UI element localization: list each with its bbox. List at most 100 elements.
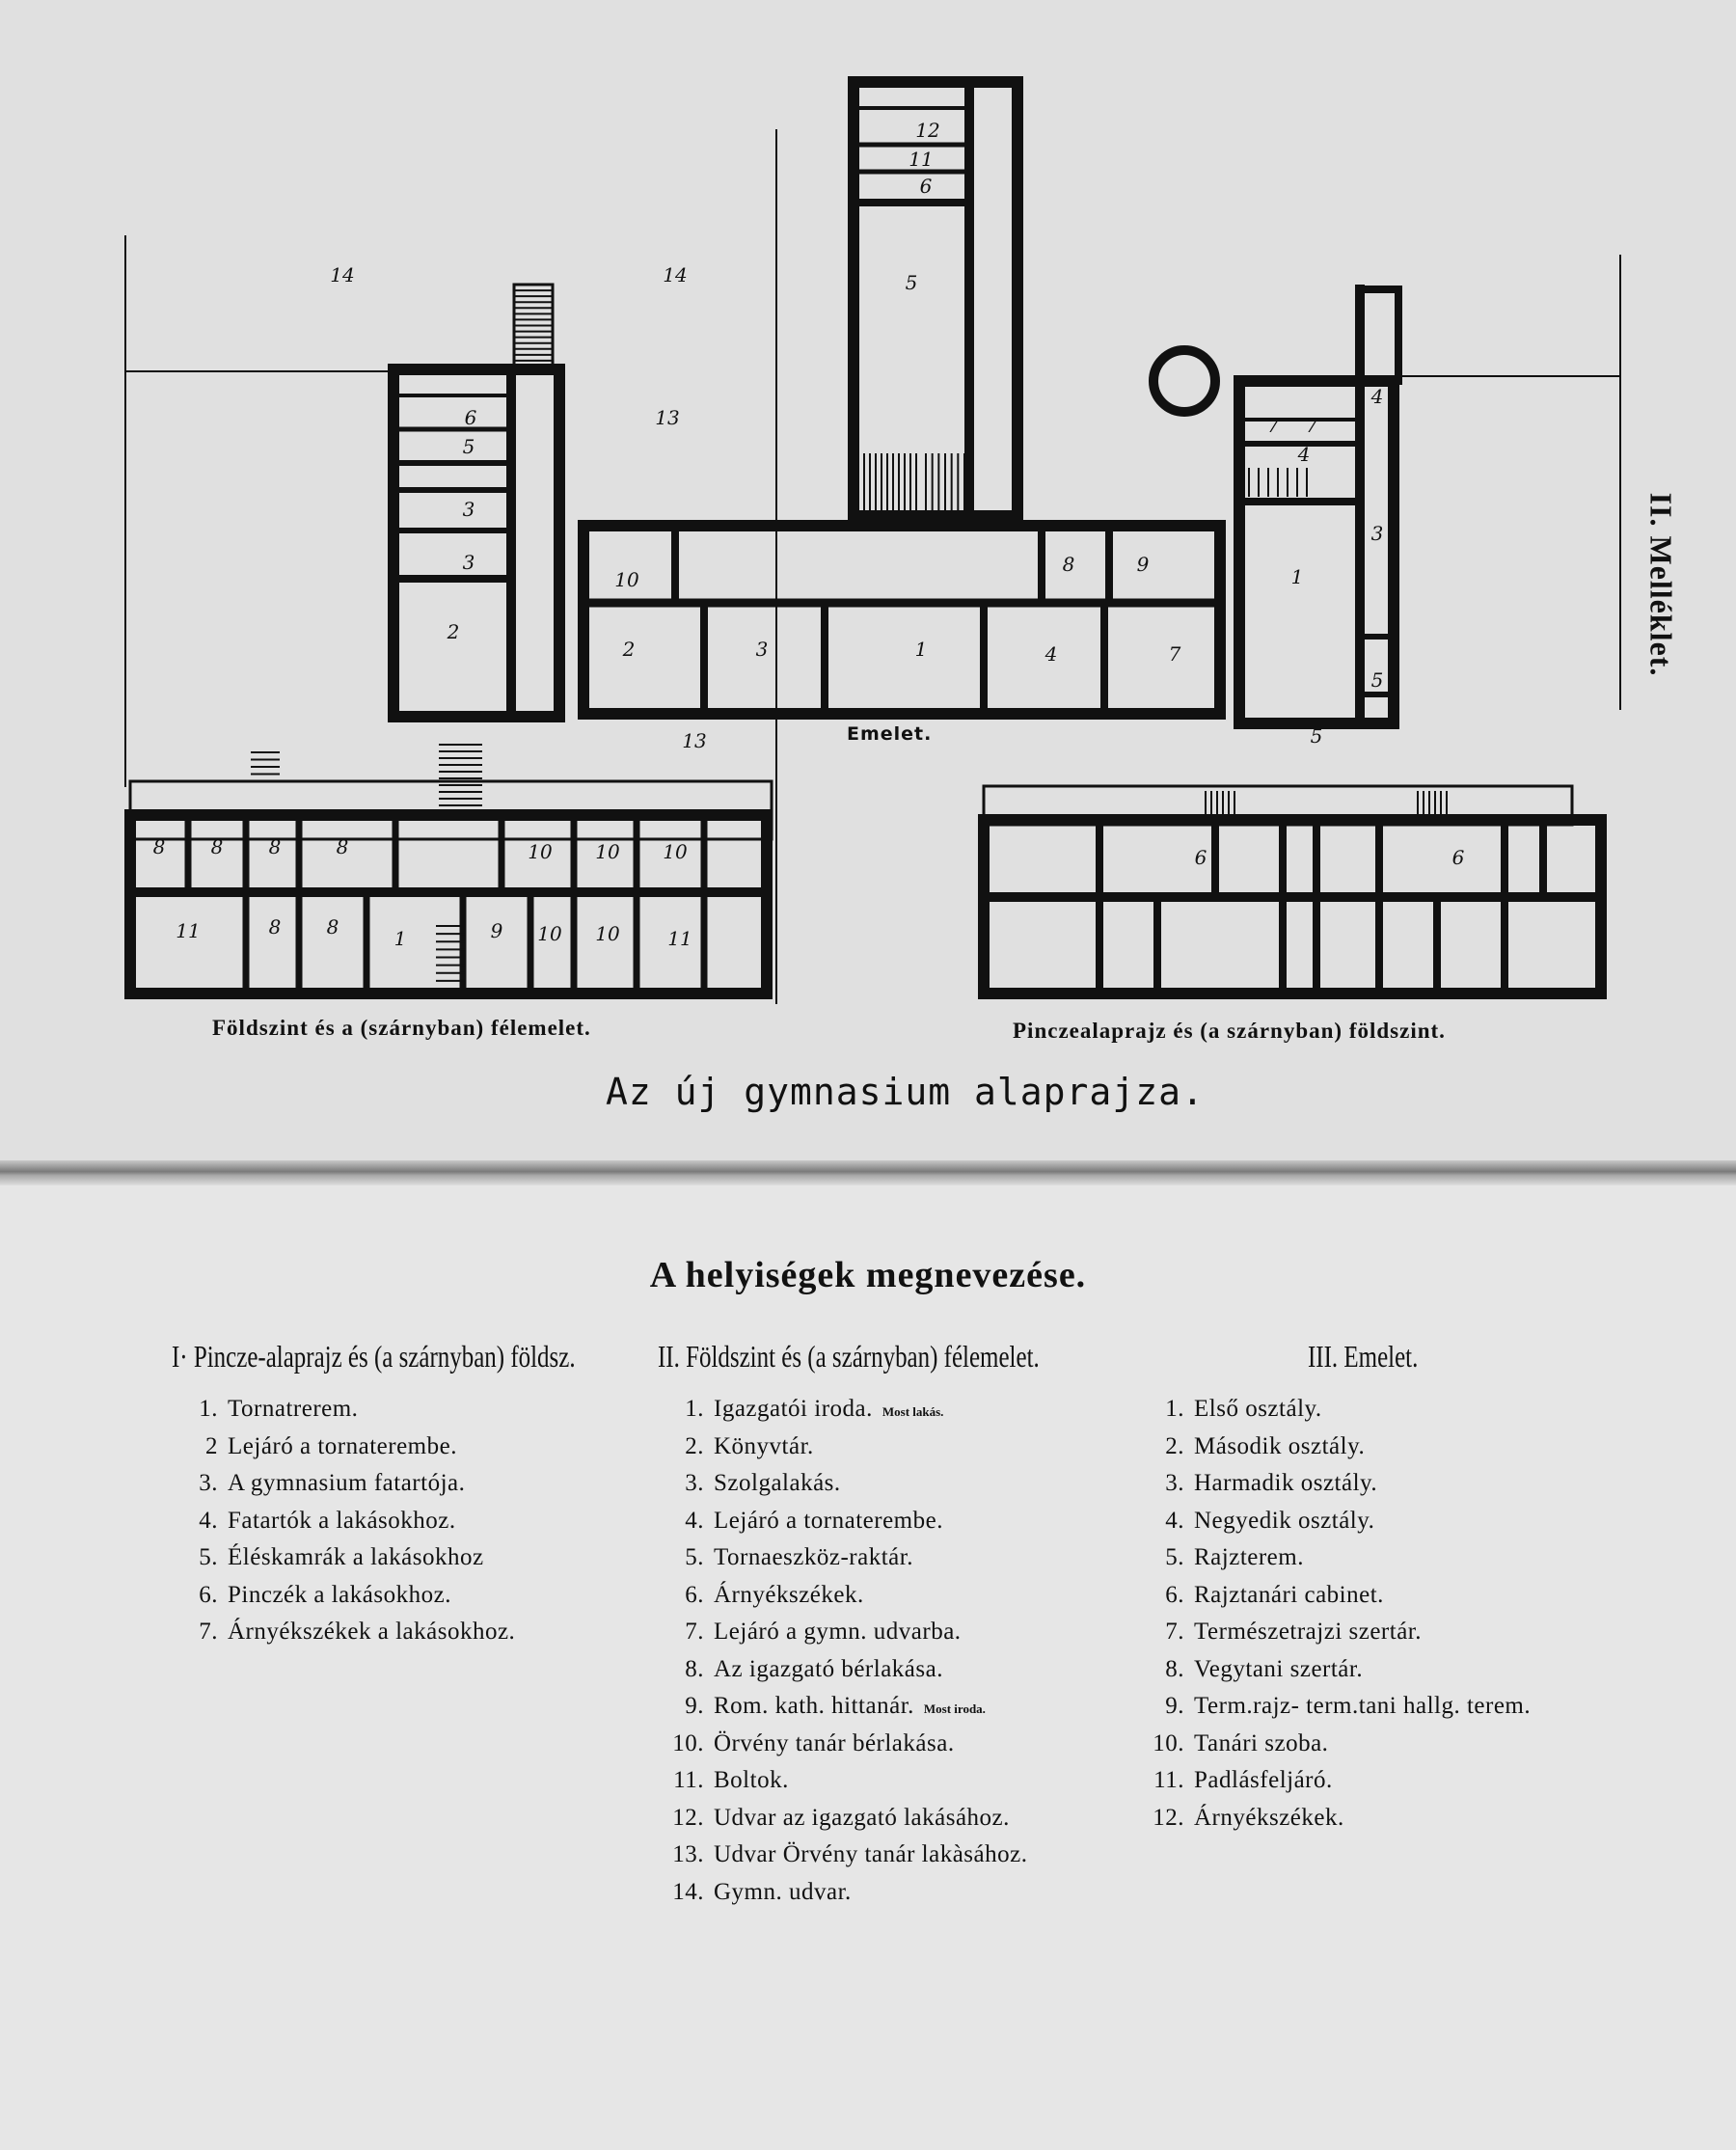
column-heading: I· Pincze-alaprajz és (a szárnyban) föld… [172,1339,576,1374]
item-text: Árnyékszékek. [1194,1804,1344,1831]
room-number: 10 [614,568,639,591]
item-number: 12. [1153,1804,1184,1831]
right-ground-block [978,814,1607,999]
item-text: Rajzterem. [1194,1544,1304,1570]
room-number: 8 [211,835,224,858]
list-item: 12.Udvar az igazgató lakásához. [658,1800,1159,1837]
item-number: 4. [199,1507,218,1534]
room-number: 12 [915,119,939,142]
item-text: Pinczék a lakásokhoz. [228,1581,451,1608]
right-wing [1234,375,1399,729]
room-number: 6 [1195,846,1207,869]
item-number: 6. [1165,1581,1184,1608]
room-number: 5 [1311,724,1323,748]
item-text: Gymn. udvar. [714,1878,852,1905]
item-number: 4. [685,1507,704,1534]
list-item: 10.Tanári szoba. [1146,1726,1667,1763]
list-item: 11.Padlásfeljáró. [1146,1762,1667,1800]
list-item: 7. Lejáró a gymn. udvarba. [658,1614,1159,1651]
item-note: Most lakás. [882,1404,944,1419]
item-text: Szolgalakás. [714,1470,841,1496]
item-number: 2 [205,1432,218,1459]
room-number: 8 [269,915,282,939]
room-number: 7 [1169,642,1181,666]
item-number: 8. [685,1655,704,1682]
item-number: 3. [199,1470,218,1496]
item-number: 9. [1165,1693,1184,1719]
list-item: 7.Természetrajzi szertár. [1146,1614,1667,1651]
round-tower [1149,345,1220,417]
item-number: 9. [685,1693,704,1719]
list-item: 8.Vegytani szertár. [1146,1651,1667,1689]
list-item: 8.Az igazgató bérlakása. [658,1651,1159,1689]
list-item: 7.Árnyékszékek a lakásokhoz. [172,1614,654,1651]
room-number: 4 [1044,642,1058,666]
item-text: Lejáró a tornaterembe. [228,1432,457,1459]
room-number: 6 [465,406,477,429]
item-text: Udvar Örvény tanár lakàsához. [714,1841,1028,1867]
legend-column-cellar: I· Pincze-alaprajz és (a szárnyban) föld… [172,1339,654,1651]
room-number: 11 [176,919,200,942]
room-number: 13 [682,729,706,752]
list-item: 1.Tornatrerem. [172,1391,654,1429]
list-item: 14. Gymn. udvar. [658,1874,1159,1912]
item-text: Rom. kath. hittanár. [714,1693,914,1719]
room-number: 5 [463,435,475,458]
room-number: 7 [1267,414,1280,437]
room-number: 10 [595,922,620,945]
list-item: 3. Szolgalakás. [658,1465,1159,1503]
item-text: Tanári szoba. [1194,1729,1329,1756]
room-number: 10 [537,922,562,945]
item-number: 12. [672,1804,704,1831]
left-wing [388,364,565,722]
item-number: 11. [673,1767,704,1793]
room-number: 8 [327,915,339,939]
item-note: Most iroda. [923,1701,986,1716]
room-number: 4 [1297,443,1311,466]
tower [848,76,1023,522]
item-text: Lejáró a tornaterembe. [714,1507,943,1534]
room-number: 3 [756,638,769,661]
list-item: 9. Rom. kath. hittanár. Most iroda. [658,1688,1159,1726]
item-text: Harmadik osztály. [1194,1470,1378,1496]
list-item: 11.Boltok. [658,1762,1159,1800]
center-block [578,520,1226,720]
item-text: Örvény tanár bérlakása. [714,1729,955,1756]
list-item: 3. A gymnasium fatartója. [172,1465,654,1503]
item-text: Negyedik osztály. [1194,1507,1375,1534]
item-text: Padlásfeljáró. [1194,1767,1333,1793]
list-item: 4. Lejáró a tornaterembe. [658,1503,1159,1540]
room-number: 9 [491,919,503,942]
item-text: Igazgatói iroda. [714,1396,873,1422]
item-number: 2. [1165,1432,1184,1459]
item-text: Tornaeszköz-raktár. [714,1544,913,1570]
room-number: 3 [463,551,475,574]
item-number: 14. [672,1878,704,1905]
list-item: 5. Tornaeszköz-raktár. [658,1539,1159,1577]
item-number: 5. [685,1544,704,1570]
ground-floor-caption: Földszint és a (szárnyban) félemelet. [212,1016,591,1040]
room-number: 5 [1371,668,1384,692]
room-number: 8 [1063,553,1075,576]
cellar-plan-caption: Pinczealaprajz és (a szárnyban) földszin… [1013,1019,1446,1043]
item-number: 7. [685,1619,704,1645]
page-fold [0,1160,1736,1185]
legend-page [0,1185,1736,2150]
left-ground-block [124,809,773,999]
room-list: 1.Igazgatói iroda.Most lakás.2.Könyvtár.… [658,1391,1159,1911]
item-number: 10. [672,1729,704,1756]
list-item: 1.Első osztály. [1146,1391,1667,1429]
item-text: Lejáró a gymn. udvarba. [714,1619,962,1645]
item-number: 3. [1165,1470,1184,1496]
item-text: A gymnasium fatartója. [228,1470,466,1496]
list-item: 9.Term.rajz- term.tani hallg. terem. [1146,1688,1667,1726]
room-list: 1.Első osztály.2.Második osztály.3.Harma… [1146,1391,1667,1837]
column-heading: III. Emelet. [1308,1339,1419,1374]
item-number: 8. [1165,1655,1184,1682]
list-item: 10. Örvény tanár bérlakása. [658,1726,1159,1763]
room-number: 8 [269,835,282,858]
item-number: 3. [685,1470,704,1496]
room-number: 8 [153,835,166,858]
room-number: 11 [909,148,933,171]
